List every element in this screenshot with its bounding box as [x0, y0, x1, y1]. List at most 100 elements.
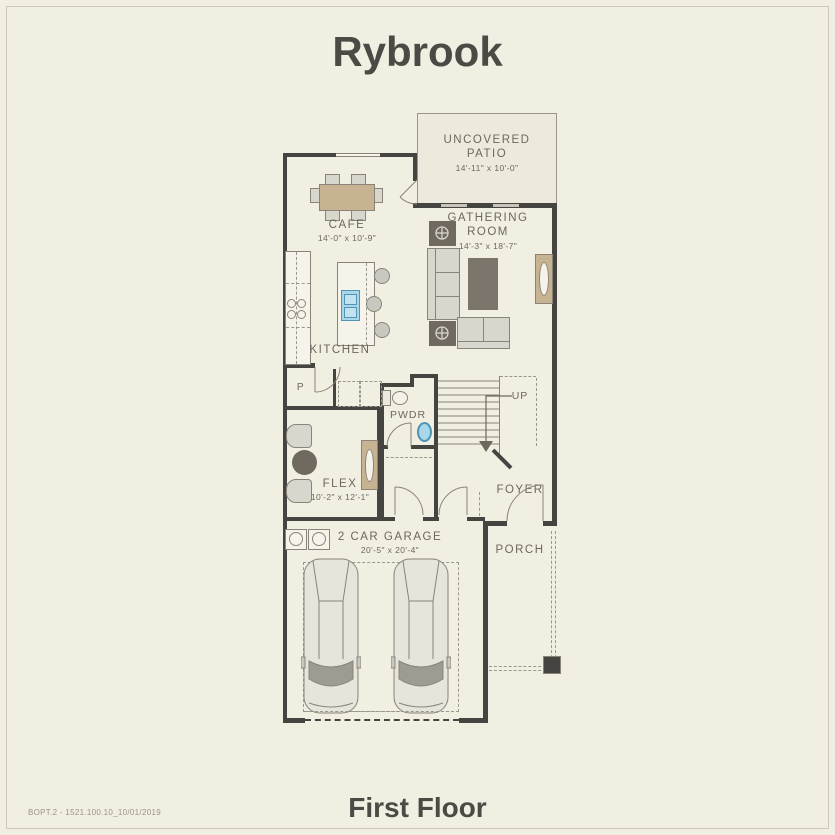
gathering-dims: 14'-3" x 18'-7" [458, 240, 518, 251]
powder-bottom-wall-b [411, 445, 438, 449]
cooktop-burner [297, 310, 306, 319]
loveseat-back-line [458, 341, 509, 342]
sink-basin [344, 307, 357, 318]
counter-divider [286, 283, 310, 284]
exterior-wall-cafe-right [413, 157, 417, 181]
garage-door-opening [305, 719, 459, 721]
powder-top-wall-b [410, 374, 438, 378]
flex-label: FLEX 10'-2" x 12'-1" [303, 477, 377, 503]
bar-stool [374, 268, 390, 284]
exterior-wall-left [283, 153, 287, 723]
end-table [429, 321, 456, 346]
porch-edge-dashed [489, 666, 551, 667]
flex-armchair [286, 424, 312, 448]
bar-stool [366, 296, 382, 312]
stair-right-rail [499, 376, 500, 455]
powder-bottom-wall-a [380, 445, 388, 449]
kitchen-counter [285, 251, 311, 365]
stairs-up-label: UP [511, 390, 529, 402]
toilet-bowl [392, 391, 408, 405]
garage-bottom-wall-left [283, 718, 305, 723]
upper-cabinet-dashed [296, 252, 297, 364]
powder-sink [417, 422, 432, 442]
flex-dims: 10'-2" x 12'-1" [310, 492, 370, 503]
flex-armchair [286, 479, 312, 503]
pantry-right-wall [333, 369, 336, 408]
sofa-cushion-line [436, 272, 459, 273]
cafe-dims: 14'-0" x 10'-9" [317, 233, 377, 244]
flex-round-table [292, 450, 317, 475]
flex-tv [365, 449, 374, 482]
up-arrow-head [479, 441, 493, 452]
document-code: BOPT.2 - 1521.100.10_10/01/2019 [28, 808, 161, 817]
garage-bottom-wall-right [459, 718, 488, 723]
cafe-label: CAFE 14'-0" x 10'-9" [297, 218, 397, 244]
patio-area [417, 113, 557, 208]
porch-edge-dashed [551, 531, 552, 668]
exterior-wall-patio-bottom [413, 203, 557, 208]
cooktop-burner [297, 299, 306, 308]
car-icon [300, 557, 362, 715]
flex-garage-wall-c [467, 517, 485, 521]
cafe-table [319, 184, 375, 211]
washer-drum [289, 532, 303, 546]
end-table [429, 221, 456, 246]
porch-edge-dashed [489, 670, 551, 671]
stair-base-angled-wall [491, 448, 513, 470]
porch-column [543, 656, 561, 674]
pantry-door-swing [314, 366, 341, 393]
cooktop-burner [287, 310, 296, 319]
window [336, 153, 380, 157]
plan-title: Rybrook [332, 28, 503, 75]
garage-right-wall [483, 526, 488, 723]
garage-door-line [305, 711, 459, 712]
sofa-cushion-line [436, 296, 459, 297]
kitchen-wall-jog [283, 363, 315, 368]
coffee-table [468, 258, 498, 310]
counter-divider [286, 327, 310, 328]
foyer-front-wall-right [543, 521, 557, 526]
patio-door-swing [399, 179, 418, 205]
mud-cubby [338, 381, 360, 407]
cooktop-burner [287, 299, 296, 308]
toilet-tank [382, 390, 391, 406]
pantry-label: P [296, 382, 306, 393]
dryer-drum [312, 532, 326, 546]
garage-label: 2 CAR GARAGE 20'-5" x 20'-4" [330, 530, 450, 556]
exterior-wall-right [552, 208, 557, 525]
closet-rod-line [386, 457, 432, 458]
floor-label: First Floor [348, 792, 487, 823]
powder-label: PWDR [389, 409, 427, 421]
car-icon [390, 557, 452, 715]
stair-treads [438, 380, 499, 445]
kitchen-label: KITCHEN [309, 344, 371, 356]
powder-top-jog [410, 374, 414, 387]
flex-right-wall [377, 410, 381, 517]
powder-top-wall-a [380, 383, 413, 387]
hall-door-swing [394, 486, 424, 516]
foyer-front-wall-left [483, 521, 507, 526]
flex-garage-wall-a [283, 517, 395, 521]
sofa [427, 248, 460, 320]
foyer-label: FOYER [496, 484, 544, 496]
porch-edge-dashed [555, 531, 556, 668]
flex-garage-wall-b [423, 517, 439, 521]
window [493, 204, 519, 207]
sink-basin [344, 294, 357, 305]
patio-dims: 14'-11" x 10'-0" [455, 162, 519, 173]
garage-dims: 20'-5" x 20'-4" [360, 545, 420, 556]
powder-left-wall [380, 383, 384, 517]
patio-label: UNCOVERED PATIO 14'-11" x 10'-0" [432, 133, 542, 173]
porch-label: PORCH [495, 544, 545, 556]
gathering-label: GATHERING ROOM 14'-3" x 18'-7" [432, 211, 544, 251]
bar-stool [374, 322, 390, 338]
stair-upper-dashed [536, 378, 537, 446]
flex-top-wall [283, 406, 383, 410]
window [441, 204, 467, 207]
garage-entry-door-swing [438, 486, 468, 516]
mud-cubby [360, 381, 382, 407]
loveseat-cushion-line [483, 318, 484, 342]
cased-opening [479, 492, 480, 516]
